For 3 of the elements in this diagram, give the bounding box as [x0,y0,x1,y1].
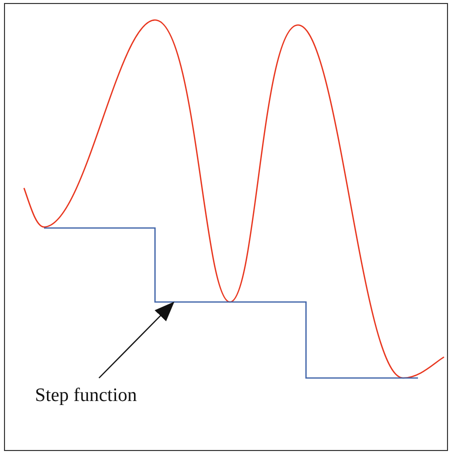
annotation-label: Step function [35,385,137,407]
leader-arrow [98,302,174,378]
step-function-line [44,227,418,379]
